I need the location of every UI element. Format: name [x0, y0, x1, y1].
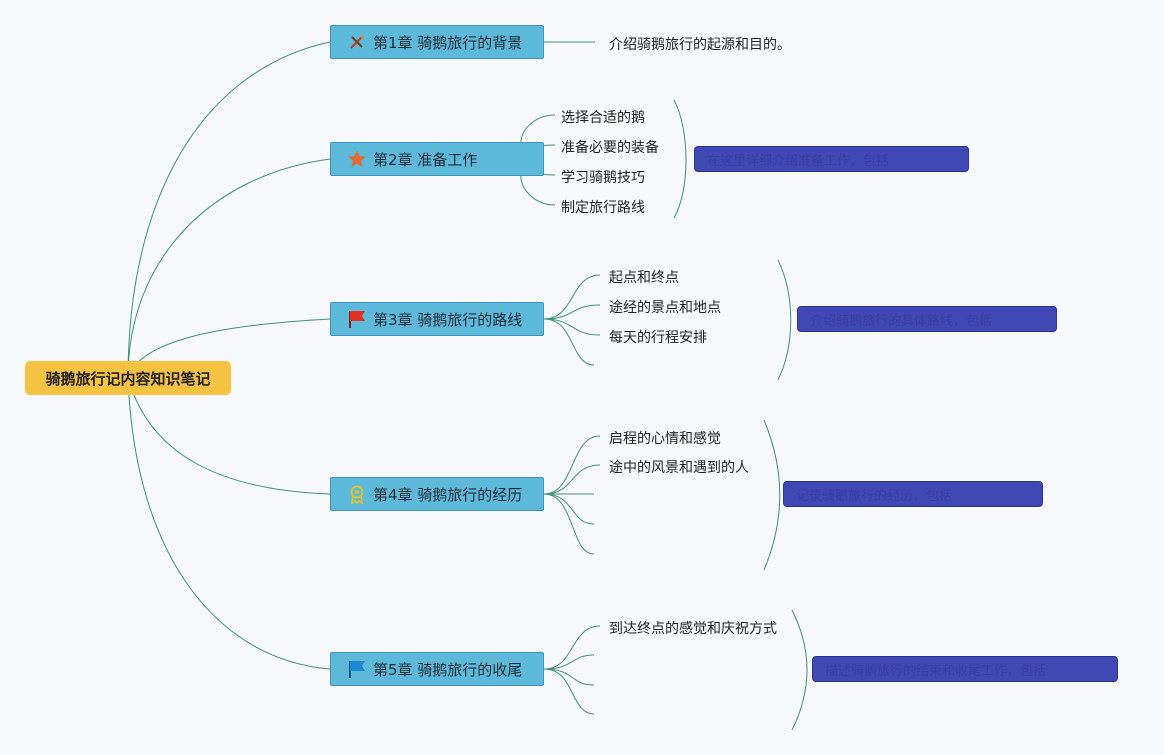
chapter-1-node[interactable]: 第1章 骑鹅旅行的背景 [330, 25, 544, 59]
chapter-3-label: 第3章 骑鹅旅行的路线 [373, 310, 523, 329]
ch5-leaf4-line [543, 668, 595, 715]
root-to-ch4-line [127, 377, 331, 495]
ch4-bracket [763, 419, 781, 571]
root-to-ch2-line [127, 158, 331, 379]
root-topic[interactable]: 骑鹅旅行记内容知识笔记 [25, 361, 231, 395]
chapter-3-summary[interactable]: 介绍骑鹅旅行的具体路线，包括 [797, 306, 1057, 332]
chapter-3-leaf-2[interactable]: 途经的景点和地点 [609, 300, 721, 316]
ch3-bracket [777, 259, 792, 381]
chapter-3-leaf-3[interactable]: 每天的行程安排 [609, 330, 707, 346]
chapter-5-summary[interactable]: 描述骑鹅旅行的结束和收尾工作，包括 [812, 656, 1118, 682]
chapter-2-leaf-1[interactable]: 选择合适的鹅 [561, 110, 645, 126]
chapter-2-leaf-2[interactable]: 准备必要的装备 [561, 140, 659, 156]
ch5-leaf2-line [543, 654, 595, 670]
chapter-2-leaf-3[interactable]: 学习骑鹅技巧 [561, 170, 645, 186]
ch4-leaf2-line [543, 464, 601, 495]
chapter-2-node[interactable]: 第2章 准备工作 [330, 142, 544, 176]
root-to-ch5-line [127, 377, 331, 670]
ch3-leaf2-line [543, 304, 601, 320]
chapter-4-summary[interactable]: 记录骑鹅旅行的经历，包括 [783, 481, 1043, 507]
root-to-ch1-line [127, 41, 331, 379]
ch2-bracket [673, 99, 687, 219]
chapter-3-node[interactable]: 第3章 骑鹅旅行的路线 [330, 302, 544, 336]
chapter-4-leaf-1[interactable]: 启程的心情和感觉 [609, 431, 721, 447]
chapter-3-leaf-1[interactable]: 起点和终点 [609, 270, 679, 286]
chapter-5-label: 第5章 骑鹅旅行的收尾 [373, 660, 523, 679]
star-icon [347, 149, 367, 169]
ch5-leaf3-line [543, 668, 595, 686]
red-flag-icon [347, 309, 367, 329]
chapter-2-label: 第2章 准备工作 [373, 150, 478, 169]
chapter-2-summary[interactable]: 在这里详细介绍准备工作，包括 [694, 146, 969, 172]
ch4-leaf1-line [543, 435, 601, 495]
ch3-leaf1-line [543, 274, 601, 320]
chapter-1-leaf-1[interactable]: 介绍骑鹅旅行的起源和目的。 [609, 37, 791, 53]
chapter-1-label: 第1章 骑鹅旅行的背景 [373, 33, 523, 52]
ch5-bracket [791, 609, 808, 731]
ch3-leaf3-line [543, 318, 601, 336]
pencil-ruler-icon [347, 32, 367, 52]
chapter-2-leaf-4[interactable]: 制定旅行路线 [561, 200, 645, 216]
blue-flag-icon [347, 659, 367, 679]
ch5-leaf1-line [543, 625, 601, 670]
ch3-leaf4-line [543, 318, 595, 366]
chapter-4-node[interactable]: 第4章 骑鹅旅行的经历 [330, 477, 544, 511]
chapter-4-label: 第4章 骑鹅旅行的经历 [373, 485, 523, 504]
award-medal-icon [347, 484, 367, 504]
chapter-5-node[interactable]: 第5章 骑鹅旅行的收尾 [330, 652, 544, 686]
chapter-5-leaf-1[interactable]: 到达终点的感觉和庆祝方式 [609, 621, 777, 637]
ch4-leaf4-line [543, 493, 595, 525]
ch4-leaf5-line [543, 493, 595, 555]
chapter-4-leaf-2[interactable]: 途中的风景和遇到的人 [609, 460, 749, 476]
